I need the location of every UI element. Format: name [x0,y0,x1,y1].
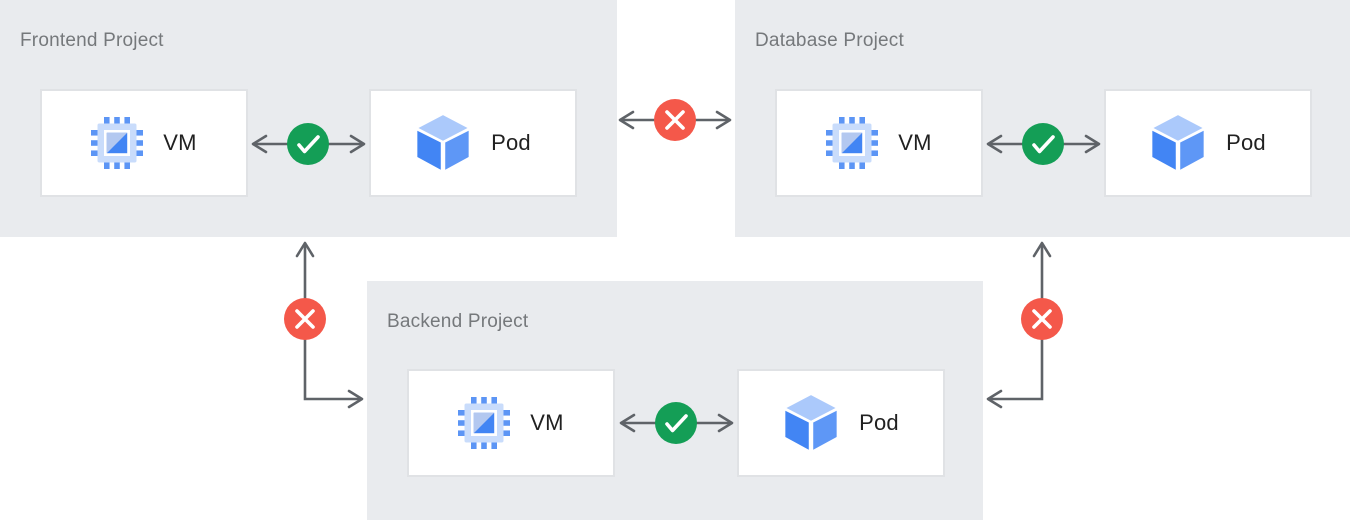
cross-icon [1021,298,1063,340]
arrowhead-left-icon [618,110,635,130]
node-card-database-vm: VM [775,89,983,197]
node-card-backend-vm: VM [407,369,615,477]
compute-engine-vm-icon [826,117,879,169]
node-label-pod: Pod [1226,130,1266,155]
node-card-frontend-vm: VM [40,89,248,197]
project-title-database: Database Project [755,30,904,51]
node-card-backend-pod: Pod [737,369,945,477]
project-panel-database: Database Project VM [735,0,1350,237]
node-label-pod: Pod [859,410,899,435]
connector-database-backend [986,241,1063,409]
project-panel-backend: Backend Project VM [367,281,983,520]
kubernetes-pod-icon [1150,114,1206,172]
node-card-frontend-pod: Pod [369,89,577,197]
kubernetes-pod-icon [783,394,839,452]
arrowhead-left-icon [986,389,1003,409]
node-label-vm: VM [163,130,197,155]
node-label-vm: VM [530,410,564,435]
compute-engine-vm-icon [91,117,144,169]
compute-engine-vm-icon [458,397,511,449]
project-title-frontend: Frontend Project [20,30,164,51]
kubernetes-pod-icon [415,114,471,172]
node-card-database-pod: Pod [1104,89,1312,197]
arrowhead-up-icon [1032,241,1052,258]
cross-icon [284,298,326,340]
arrowhead-right-icon [715,110,732,130]
node-label-pod: Pod [491,130,531,155]
project-panel-frontend: Frontend Project VM [0,0,617,237]
node-label-vm: VM [898,130,932,155]
arrowhead-right-icon [347,389,364,409]
connector-frontend-database [618,99,732,141]
project-title-backend: Backend Project [387,311,529,332]
cross-icon [654,99,696,141]
arrowhead-up-icon [295,241,315,258]
connector-frontend-backend [284,241,364,409]
